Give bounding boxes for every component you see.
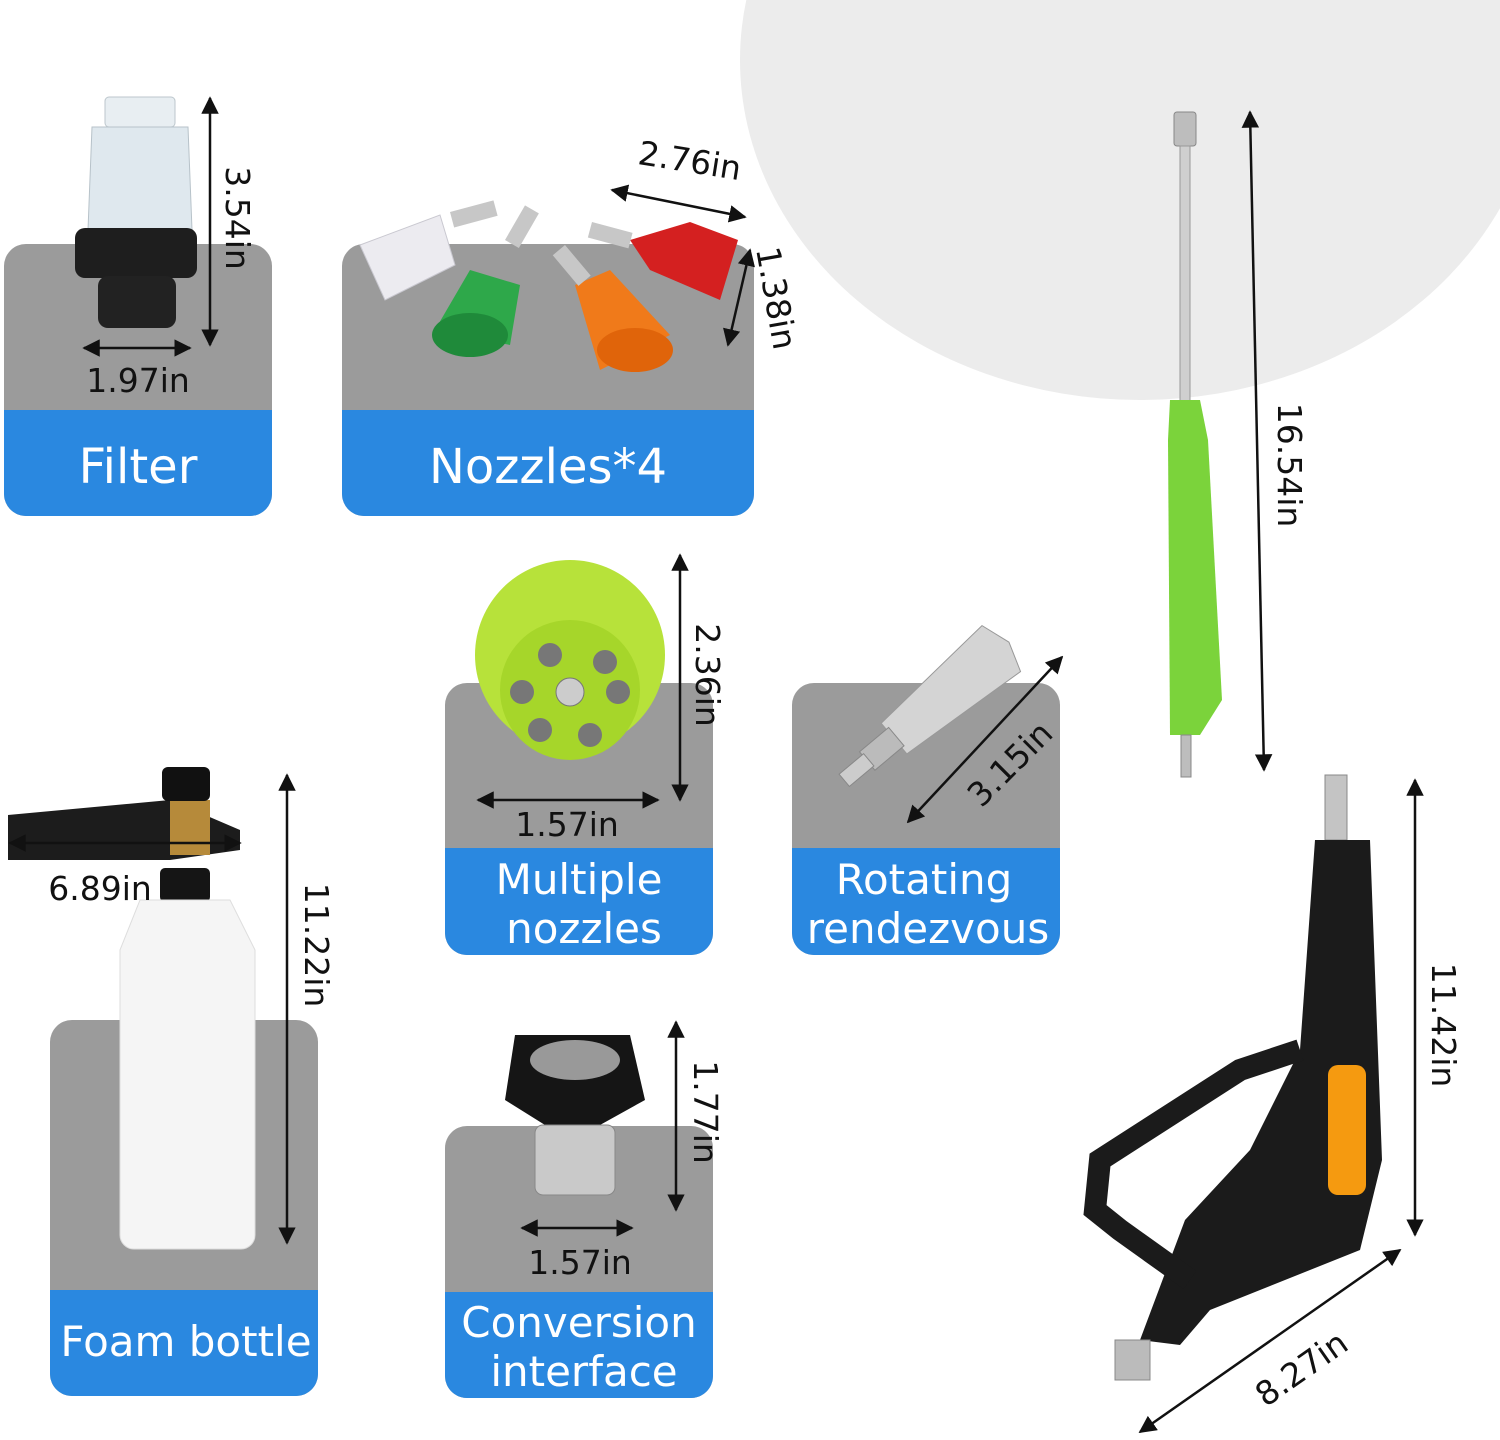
dim-filter-height: 3.54in [218,166,257,270]
nozzles-image [359,200,738,372]
card-foam-bottle: 6.89in 11.22in Foam bottle [8,767,336,1396]
dim-multi-width: 1.57in [515,805,619,844]
background-blob [740,0,1500,400]
spray-gun: 11.42in 8.27in [1083,774,1463,1434]
label-multiple-line2: nozzles [506,904,662,953]
dim-wand-length: 16.54in [1270,403,1309,528]
foam-bottle-image [8,767,256,1250]
label-rotating-line2: rendezvous [807,904,1049,953]
dim-filter-width: 1.97in [86,361,190,400]
adapter-image [505,1035,645,1196]
dim-foam-height: 11.22in [297,883,336,1008]
dim-nozzles-width: 2.76in [636,133,744,188]
dim-gun-width: 8.27in [1248,1323,1355,1414]
dim-foam-width: 6.89in [48,869,152,908]
card-filter: 3.54in 1.97in Filter [4,96,272,516]
dim-conversion-height: 1.77in [686,1060,725,1164]
label-multiple-line1: Multiple [496,855,663,904]
label-conversion-line1: Conversion [461,1298,696,1347]
card-rotating-rendezvous: 3.15in Rotating rendezvous [792,624,1064,955]
dim-multi-height: 2.36in [688,623,727,727]
dim-conversion-width: 1.57in [528,1243,632,1282]
label-foam-bottle: Foam bottle [60,1317,311,1366]
dim-nozzles-height: 1.38in [748,244,804,353]
extension-wand: 16.54in [1168,110,1309,778]
multi-nozzle-image [475,560,665,760]
label-rotating-line1: Rotating [836,855,1013,904]
label-conversion-line2: interface [490,1347,677,1396]
filter-image [75,96,197,328]
dim-gun-height: 11.42in [1424,963,1463,1088]
card-conversion-interface: 1.77in 1.57in Conversion interface [445,1020,725,1398]
label-filter: Filter [79,439,198,495]
label-nozzles: Nozzles*4 [429,439,667,495]
card-multiple-nozzles: 2.36in 1.57in Multiple nozzles [445,553,727,955]
card-nozzles: 2.76in 1.38in Nozzles*4 [342,133,805,516]
